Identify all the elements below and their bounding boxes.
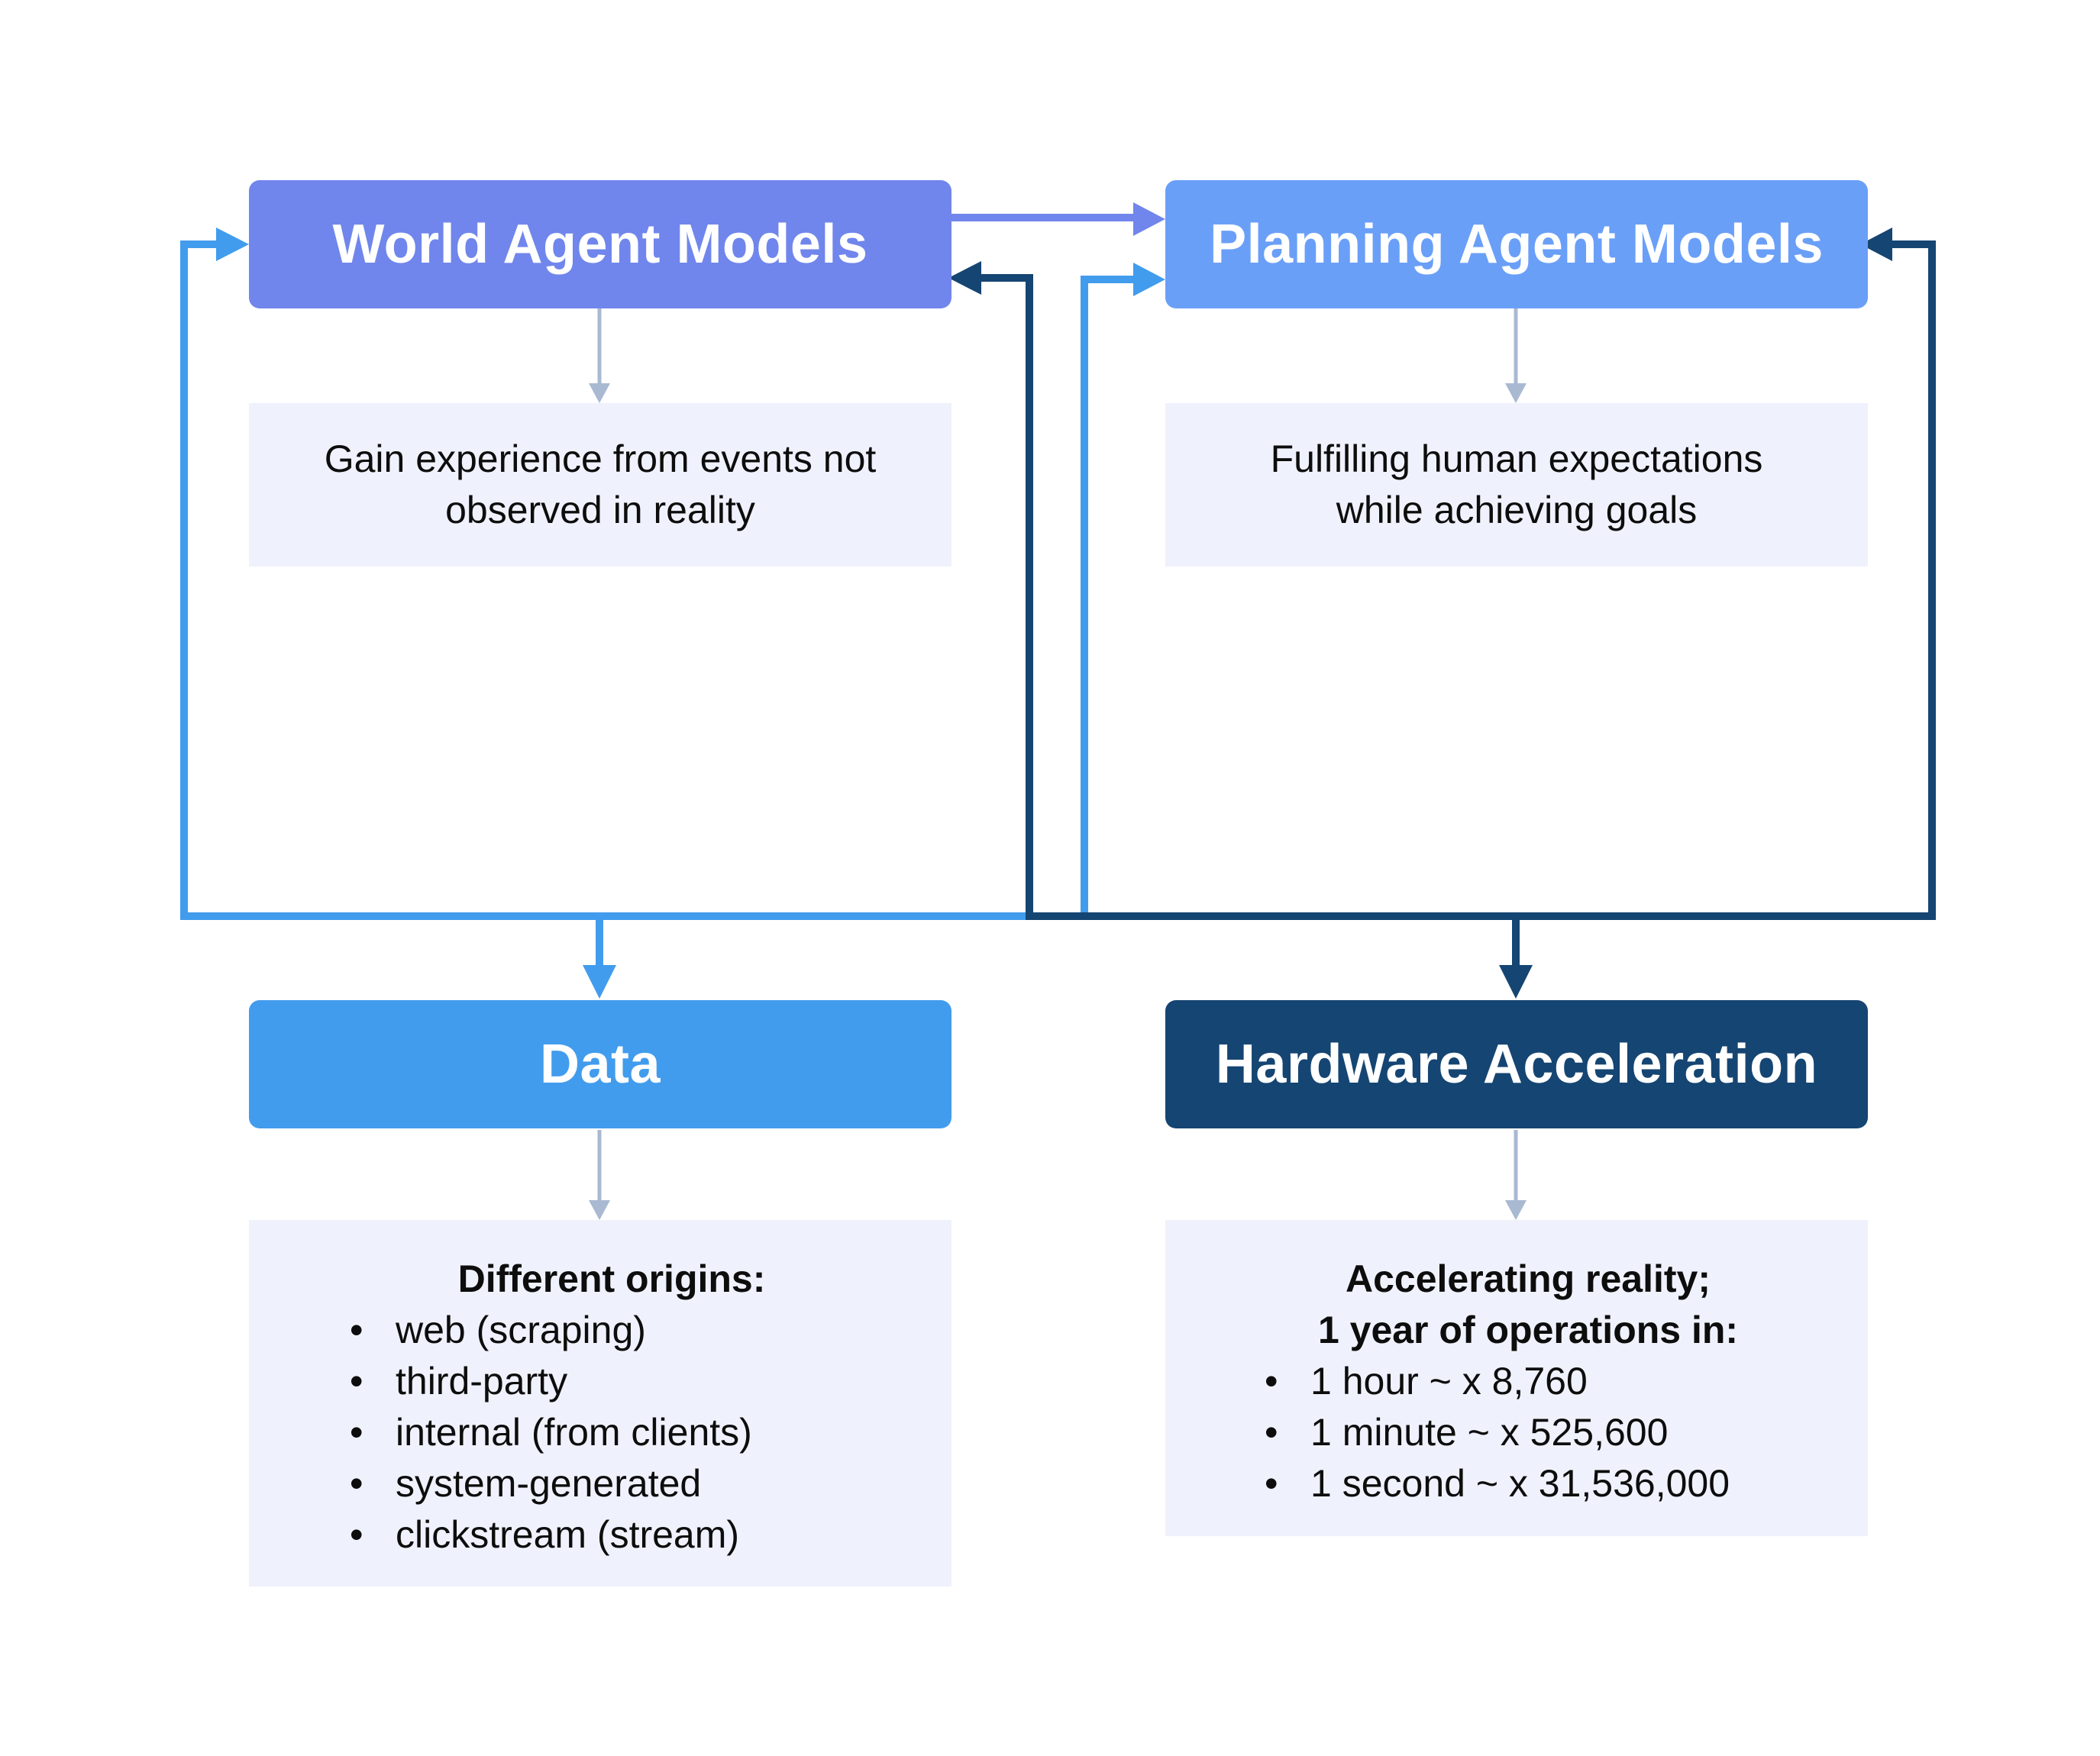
world-agent-models-description: Gain experience from events not observed… <box>249 403 951 567</box>
data-title: Data <box>539 1034 661 1095</box>
planning-description-text: Fulfilling human expectations while achi… <box>1270 437 1763 531</box>
world-agent-models-header: World Agent Models <box>249 180 951 308</box>
planning-agent-models-description: Fulfilling human expectations while achi… <box>1165 403 1868 567</box>
world-description-text: Gain experience from events not observed… <box>324 437 877 531</box>
planning-agent-models-title: Planning Agent Models <box>1210 214 1824 275</box>
list-item: clickstream (stream) <box>350 1509 752 1561</box>
list-item: internal (from clients) <box>350 1407 752 1458</box>
list-item: 1 minute ~ x 525,600 <box>1265 1407 1730 1458</box>
header-to-description-arrows <box>589 308 1527 1220</box>
data-description: Different origins: web (scraping) third-… <box>249 1220 951 1587</box>
data-feedback-loop <box>180 228 1165 999</box>
hardware-feedback-loop <box>948 228 1936 999</box>
data-list-title: Different origins: <box>457 1257 766 1300</box>
data-header: Data <box>249 1000 951 1128</box>
planning-agent-models-header: Planning Agent Models <box>1165 180 1868 308</box>
data-desc-arrowhead <box>589 1200 610 1220</box>
world-desc-arrowhead <box>589 383 610 403</box>
list-item: web (scraping) <box>350 1305 752 1356</box>
list-item: 1 hour ~ x 8,760 <box>1265 1356 1730 1407</box>
list-item: system-generated <box>350 1458 752 1509</box>
hardware-acceleration-title: Hardware Acceleration <box>1215 1034 1818 1095</box>
to-hardware-arrowhead <box>1499 965 1533 999</box>
list-item: third-party <box>350 1356 752 1407</box>
data-to-planning-arrowhead <box>1133 263 1165 296</box>
hardware-acceleration-header: Hardware Acceleration <box>1165 1000 1868 1128</box>
hardware-timescale-list: 1 hour ~ x 8,760 1 minute ~ x 525,600 1 … <box>1165 1356 1730 1509</box>
data-origins-list: web (scraping) third-party internal (fro… <box>249 1305 752 1561</box>
hw-to-world-arrowhead <box>948 261 981 295</box>
to-data-arrowhead <box>583 965 616 999</box>
planning-desc-arrowhead <box>1505 383 1527 403</box>
world-agent-models-title: World Agent Models <box>332 214 868 275</box>
data-to-world-arrowhead <box>216 228 249 261</box>
hardware-list-title: Accelerating reality; 1 year of operatio… <box>1317 1257 1739 1351</box>
world-to-planning-arrow <box>948 202 1165 236</box>
hw-desc-arrowhead <box>1505 1200 1527 1220</box>
list-item: 1 second ~ x 31,536,000 <box>1265 1458 1730 1509</box>
hardware-acceleration-description: Accelerating reality; 1 year of operatio… <box>1165 1220 1868 1536</box>
hw-to-planning-arrowhead <box>1860 228 1892 261</box>
